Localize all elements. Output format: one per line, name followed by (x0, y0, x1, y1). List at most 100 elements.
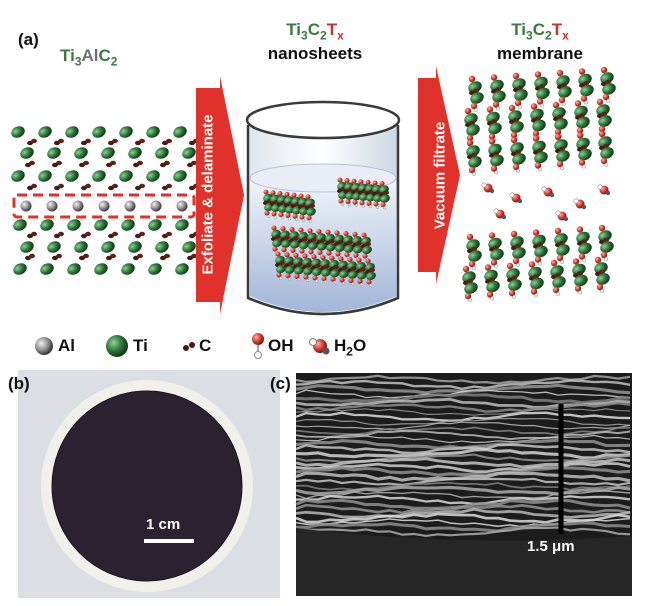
oh-atom (578, 68, 586, 75)
c-atom (495, 87, 501, 92)
h-atom (309, 219, 313, 223)
c-atom (342, 265, 348, 271)
c-atom (471, 246, 477, 252)
oh-atom (345, 199, 351, 205)
oh-atom (298, 193, 304, 199)
oh-atom (462, 265, 470, 273)
ti-atom (47, 241, 61, 253)
sem-layer (295, 389, 631, 399)
h-atom (578, 290, 582, 295)
ti-atom (312, 267, 322, 276)
sem-layer (295, 392, 631, 405)
al-layer-highlight (12, 193, 196, 219)
c-atom (473, 88, 479, 94)
c-atom (288, 261, 294, 266)
oh-atom (372, 180, 378, 186)
h-atom (288, 277, 292, 281)
h2o-hydrogen (489, 188, 495, 194)
oh-atom (325, 229, 331, 235)
c-atom (535, 116, 541, 121)
oh-atom (339, 277, 345, 283)
oh-atom (303, 274, 309, 280)
c-atom (306, 262, 312, 268)
oh-atom (512, 72, 520, 80)
ti-atom (512, 153, 526, 165)
ti-atom (468, 250, 482, 262)
oh-atom (281, 247, 287, 253)
ti-atom (308, 241, 318, 250)
ti-atom (65, 170, 79, 182)
sem-layer (295, 417, 631, 426)
h2o-hydrogen (555, 210, 561, 216)
oh-atom (298, 227, 304, 233)
oh-atom (468, 75, 476, 83)
oh-atom (329, 255, 335, 261)
ti-atom (492, 90, 506, 103)
ti-atom (306, 207, 316, 216)
hn-sub2: 2 (320, 28, 327, 43)
ti-atom (602, 83, 616, 95)
c-atom (581, 145, 587, 150)
oh-atom (289, 226, 295, 232)
oh-atom (578, 253, 586, 260)
h-atom (279, 276, 283, 280)
oh-atom (264, 210, 270, 216)
ti-atom (11, 126, 25, 138)
ti-atom (94, 263, 108, 275)
h-atom (383, 206, 387, 210)
oh-atom (580, 95, 588, 102)
h-atom (306, 278, 310, 282)
c-atom (139, 183, 145, 189)
oh-atom (308, 249, 314, 255)
h-atom (302, 218, 306, 222)
ti-atom (285, 265, 295, 274)
ti-atom (47, 147, 61, 159)
oh-atom (320, 254, 326, 261)
ti-atom (339, 269, 349, 279)
ti-atom (580, 84, 594, 97)
h-atom (333, 280, 337, 284)
legend-shapes (35, 333, 330, 359)
al-atom (98, 200, 110, 212)
c-atom (513, 117, 519, 123)
ti-atom (74, 147, 88, 159)
oh-atom (302, 253, 308, 259)
h-atom (324, 280, 328, 284)
sem-layer (295, 521, 631, 533)
ti-atom (466, 124, 480, 136)
ti-atom (303, 266, 313, 276)
h-atom (518, 105, 522, 109)
sem-layer (295, 421, 631, 431)
ti-atom (74, 241, 88, 253)
oh-atom (291, 192, 297, 198)
membrane-stack (462, 66, 616, 302)
oh-atom (366, 279, 372, 285)
hm-t: T (551, 20, 563, 39)
oh-atom (334, 230, 340, 236)
c-atom (139, 231, 145, 237)
h-atom (369, 205, 373, 209)
ti-atom (486, 280, 500, 293)
c-atom (31, 138, 37, 144)
c-atom (166, 183, 172, 189)
oh-atom (506, 262, 514, 270)
ti-atom (534, 245, 548, 258)
h-atom (360, 282, 364, 287)
c-atom (581, 239, 587, 244)
ti-atom (146, 126, 160, 138)
c-atom (511, 275, 517, 281)
c-atom (164, 253, 170, 259)
oh-atom (486, 291, 494, 298)
oh-atom (311, 254, 317, 260)
hn-sub1: 3 (301, 28, 308, 43)
h-atom (376, 205, 380, 209)
h-atom (562, 102, 566, 106)
oh-atom (312, 275, 318, 281)
ti-atom (357, 271, 367, 280)
oh-atom (352, 231, 358, 237)
hm-sub3: x (562, 28, 569, 43)
oh-atom (338, 198, 344, 204)
oh-atom (508, 289, 516, 297)
c-atom (85, 183, 91, 189)
oh-atom (290, 247, 296, 253)
